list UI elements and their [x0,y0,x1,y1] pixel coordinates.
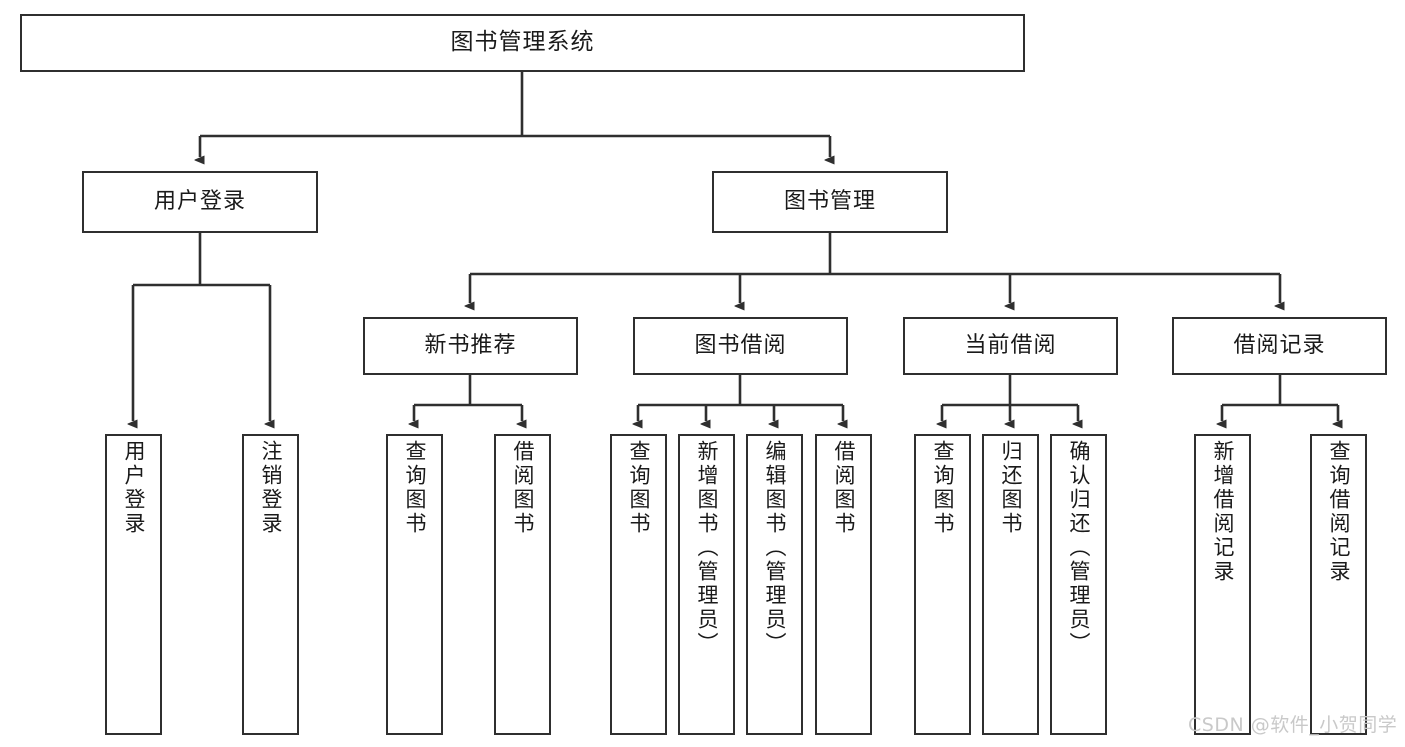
node-book-borrow-label: 图书借阅 [694,332,787,358]
node-leaf-borrow-book-2-label: 借阅图书 [832,440,856,536]
node-leaf-query-book-3-label: 查询图书 [931,440,955,536]
node-leaf-borrow-book-2[interactable]: 借阅图书 [815,434,872,735]
node-root-label: 图书管理系统 [450,29,595,56]
node-leaf-query-book-1-label: 查询图书 [403,440,427,536]
node-leaf-confirm-return[interactable]: 确认归还（管理员） [1050,434,1107,735]
node-leaf-query-record-label: 查询借阅记录 [1327,440,1351,584]
node-user-login[interactable]: 用户登录 [82,171,318,233]
node-current-borrow-label: 当前借阅 [964,332,1057,358]
node-user-login-label: 用户登录 [153,188,246,214]
node-leaf-query-book-1[interactable]: 查询图书 [386,434,443,735]
node-leaf-confirm-return-label: 确认归还（管理员） [1067,440,1091,656]
node-leaf-query-record[interactable]: 查询借阅记录 [1310,434,1367,735]
node-leaf-query-book-2-label: 查询图书 [627,440,651,536]
node-leaf-user-login-label: 用户登录 [122,440,146,536]
watermark-text: CSDN @软件_小贺同学 [1188,714,1398,736]
node-book-management[interactable]: 图书管理 [712,171,948,233]
node-leaf-add-book-label: 新增图书（管理员） [695,440,719,656]
node-leaf-logout-login-label: 注销登录 [259,440,283,536]
node-borrow-record[interactable]: 借阅记录 [1172,317,1387,375]
node-leaf-logout-login[interactable]: 注销登录 [242,434,299,735]
node-leaf-return-book[interactable]: 归还图书 [982,434,1039,735]
node-leaf-return-book-label: 归还图书 [999,440,1023,536]
node-leaf-borrow-book-1-label: 借阅图书 [511,440,535,536]
node-leaf-query-book-2[interactable]: 查询图书 [610,434,667,735]
node-leaf-edit-book-label: 编辑图书（管理员） [763,440,787,656]
node-leaf-add-record-label: 新增借阅记录 [1211,440,1235,584]
node-leaf-query-book-3[interactable]: 查询图书 [914,434,971,735]
node-book-borrow[interactable]: 图书借阅 [633,317,848,375]
node-leaf-user-login[interactable]: 用户登录 [105,434,162,735]
node-leaf-edit-book[interactable]: 编辑图书（管理员） [746,434,803,735]
node-leaf-borrow-book-1[interactable]: 借阅图书 [494,434,551,735]
node-leaf-add-book[interactable]: 新增图书（管理员） [678,434,735,735]
node-new-book-recommend-label: 新书推荐 [424,332,517,358]
node-leaf-add-record[interactable]: 新增借阅记录 [1194,434,1251,735]
node-borrow-record-label: 借阅记录 [1233,332,1326,358]
node-root[interactable]: 图书管理系统 [20,14,1025,72]
node-current-borrow[interactable]: 当前借阅 [903,317,1118,375]
node-new-book-recommend[interactable]: 新书推荐 [363,317,578,375]
node-book-management-label: 图书管理 [783,188,876,214]
